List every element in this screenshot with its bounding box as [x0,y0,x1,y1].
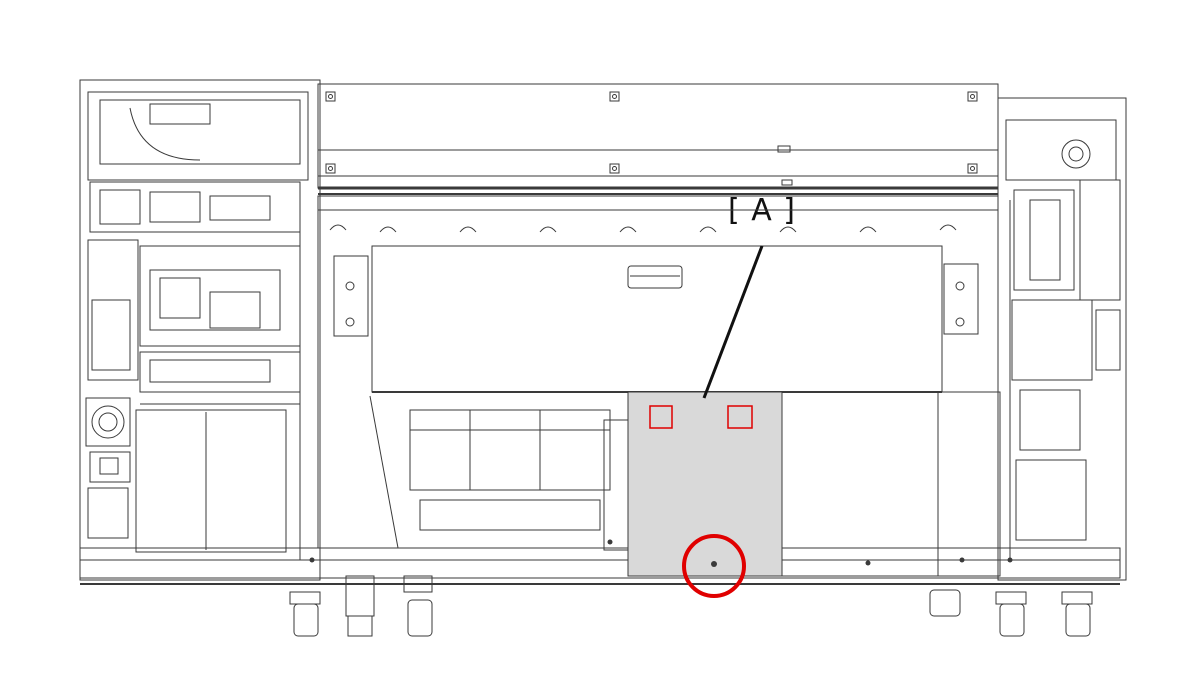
highlighted-panel-a [627,391,783,577]
top-cover [317,83,999,195]
panel-screw [711,561,717,567]
screw-highlight-circle [682,534,746,598]
base-rail [79,547,1121,585]
top-cover-screws [325,91,978,174]
tab-marker-right [727,405,753,429]
callout-leader-line [702,245,764,399]
tab-marker-left [649,405,673,429]
left-side-assembly [79,79,321,581]
casters [289,575,1093,637]
base-screws [309,539,1013,566]
right-side-assembly [997,97,1127,581]
